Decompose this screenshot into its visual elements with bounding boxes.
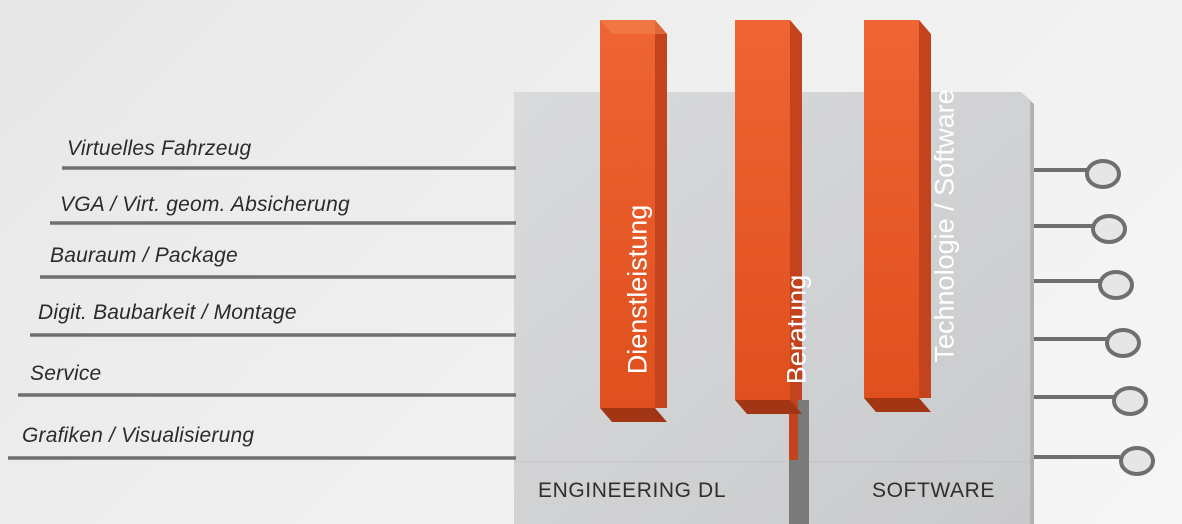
input-label: Virtuelles Fahrzeug xyxy=(67,137,252,160)
output-connectors xyxy=(1034,159,1155,476)
connector xyxy=(1034,214,1127,244)
pillar-beratung xyxy=(735,20,809,524)
input-label: Bauraum / Package xyxy=(50,244,238,267)
pillar-label-beratung: Beratung xyxy=(781,274,812,385)
input-label: Grafiken / Visualisierung xyxy=(22,424,255,447)
connector xyxy=(1034,270,1134,300)
pillar-technologie-software xyxy=(864,20,931,412)
pillar-dienstleistung xyxy=(600,20,667,422)
input-label: Digit. Baubarkeit / Montage xyxy=(38,301,297,324)
pillar-label-technologie-software: Technologie / Software xyxy=(929,89,960,363)
connector xyxy=(1034,386,1148,416)
module-label-software: SOFTWARE xyxy=(872,479,996,502)
connector xyxy=(1034,328,1141,358)
module-label-engineering-dl: ENGINEERING DL xyxy=(538,479,727,502)
pillar-label-dienstleistung: Dienstleistung xyxy=(622,204,653,375)
input-label: Service xyxy=(30,362,102,385)
connector xyxy=(1034,159,1121,189)
connector xyxy=(1034,446,1155,476)
input-lines xyxy=(8,166,516,460)
input-label: VGA / Virt. geom. Absicherung xyxy=(60,193,350,216)
